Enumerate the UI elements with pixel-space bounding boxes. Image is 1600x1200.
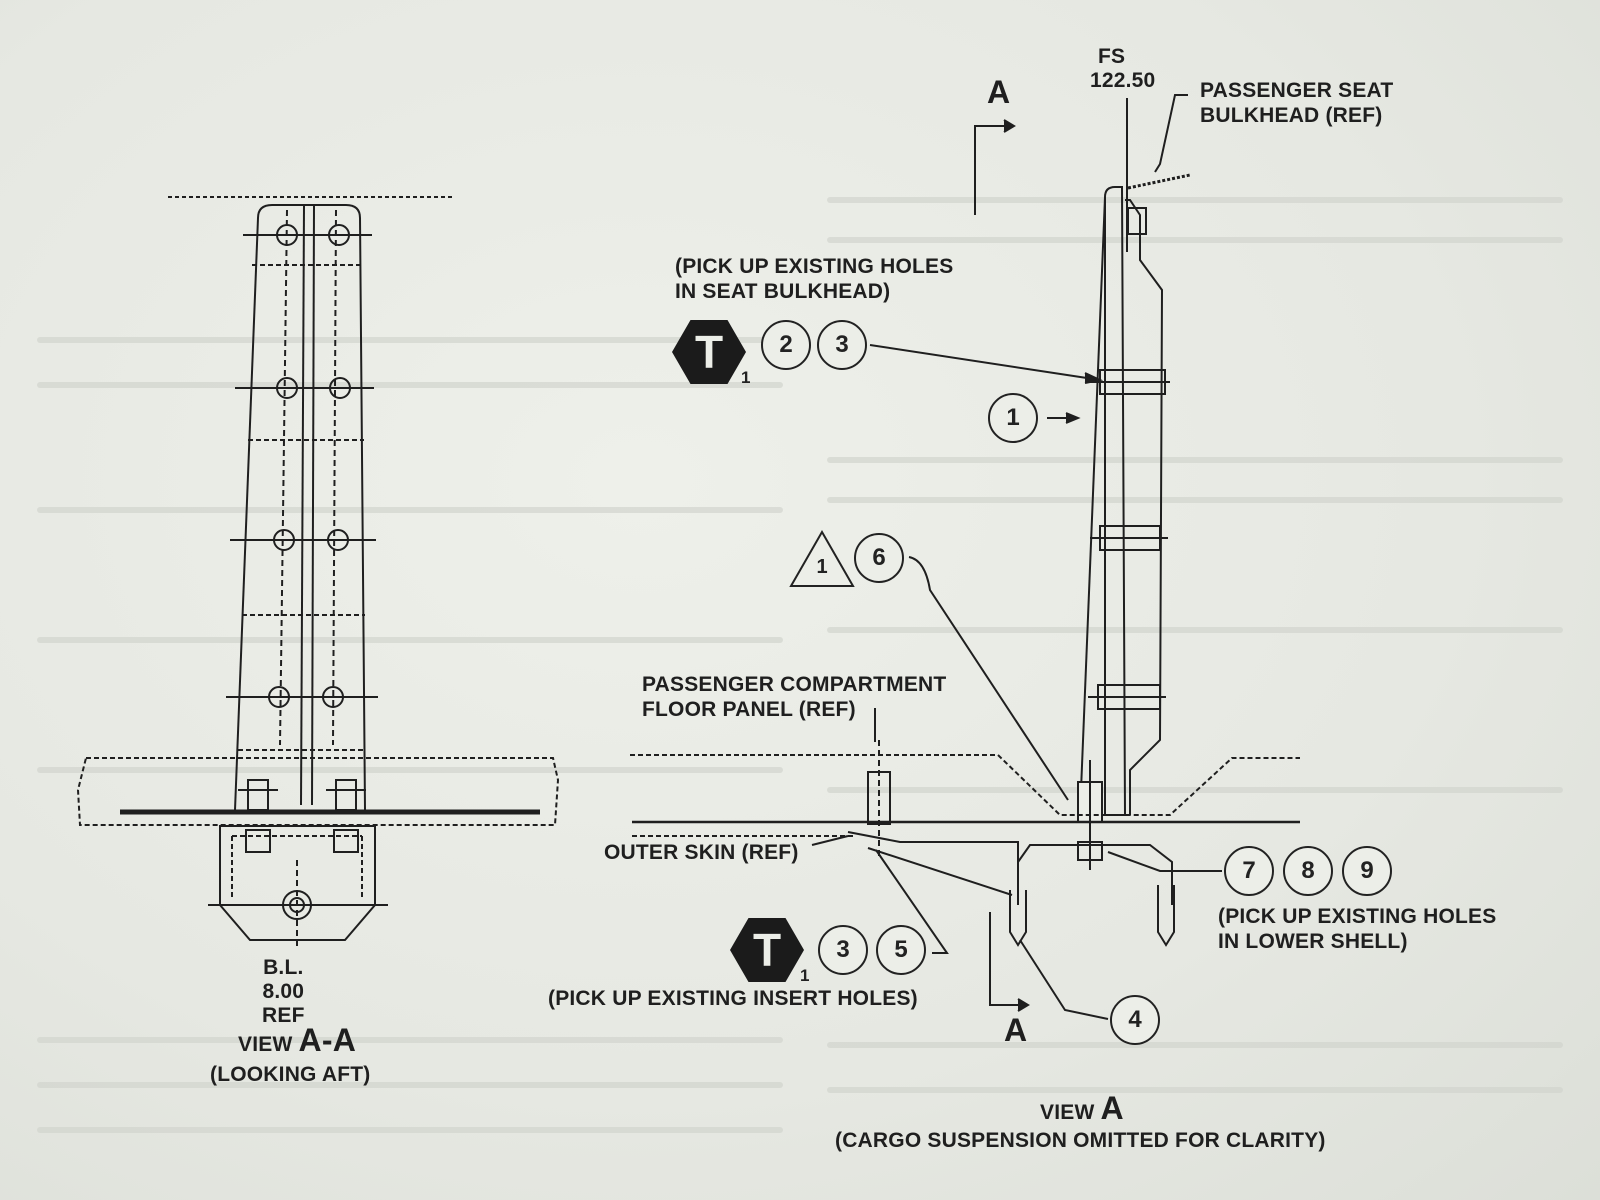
section-marker-bottom: A bbox=[1004, 1012, 1028, 1048]
view-aa-title: VIEW A-A bbox=[238, 1024, 356, 1057]
note-triangle-number: 1 bbox=[816, 556, 828, 578]
callout-5: 5 bbox=[876, 925, 926, 975]
view-a-prefix: VIEW bbox=[1040, 1101, 1095, 1124]
callout-9: 9 bbox=[1342, 846, 1392, 896]
triangle-icon bbox=[789, 530, 855, 587]
passenger-floor-panel-label: PASSENGER COMPARTMENT FLOOR PANEL (REF) bbox=[642, 673, 947, 721]
view-a-letter: A bbox=[1100, 1090, 1124, 1126]
view-a-caption: (CARGO SUSPENSION OMITTED FOR CLARITY) bbox=[835, 1129, 1326, 1152]
callout-1: 1 bbox=[988, 393, 1038, 443]
view-aa-prefix: VIEW bbox=[238, 1033, 293, 1056]
view-aa-letters: A-A bbox=[298, 1022, 357, 1058]
view-a-title: VIEW A bbox=[1040, 1092, 1124, 1125]
bl-reference-label: B.L. 8.00 REF bbox=[262, 956, 305, 1027]
callout-6: 6 bbox=[854, 533, 904, 583]
pick-up-lower-shell-note: (PICK UP EXISTING HOLES IN LOWER SHELL) bbox=[1218, 905, 1497, 953]
callout-3: 3 bbox=[818, 925, 868, 975]
fs-label: FS bbox=[1098, 45, 1126, 68]
callout-3: 3 bbox=[817, 320, 867, 370]
outer-skin-label: OUTER SKIN (REF) bbox=[604, 841, 799, 864]
view-aa-caption: (LOOKING AFT) bbox=[210, 1063, 371, 1086]
section-marker-top: A bbox=[987, 74, 1011, 110]
pick-up-seat-bulkhead-note: (PICK UP EXISTING HOLES IN SEAT BULKHEAD… bbox=[675, 255, 954, 303]
torque-subscript: 1 bbox=[741, 368, 751, 387]
pick-up-insert-holes-note: (PICK UP EXISTING INSERT HOLES) bbox=[548, 987, 918, 1010]
fs-value: 122.50 bbox=[1090, 69, 1156, 92]
background-faint-text bbox=[37, 197, 1563, 1133]
note-triangle: 1 bbox=[789, 530, 855, 588]
callout-7: 7 bbox=[1224, 846, 1274, 896]
callout-2: 2 bbox=[761, 320, 811, 370]
view-aa-drawing bbox=[76, 196, 560, 950]
passenger-seat-bulkhead-label: PASSENGER SEAT BULKHEAD (REF) bbox=[1200, 79, 1394, 127]
view-a-drawing bbox=[630, 94, 1300, 1020]
torque-subscript: 1 bbox=[800, 966, 810, 985]
callout-4: 4 bbox=[1110, 995, 1160, 1045]
callout-8: 8 bbox=[1283, 846, 1333, 896]
